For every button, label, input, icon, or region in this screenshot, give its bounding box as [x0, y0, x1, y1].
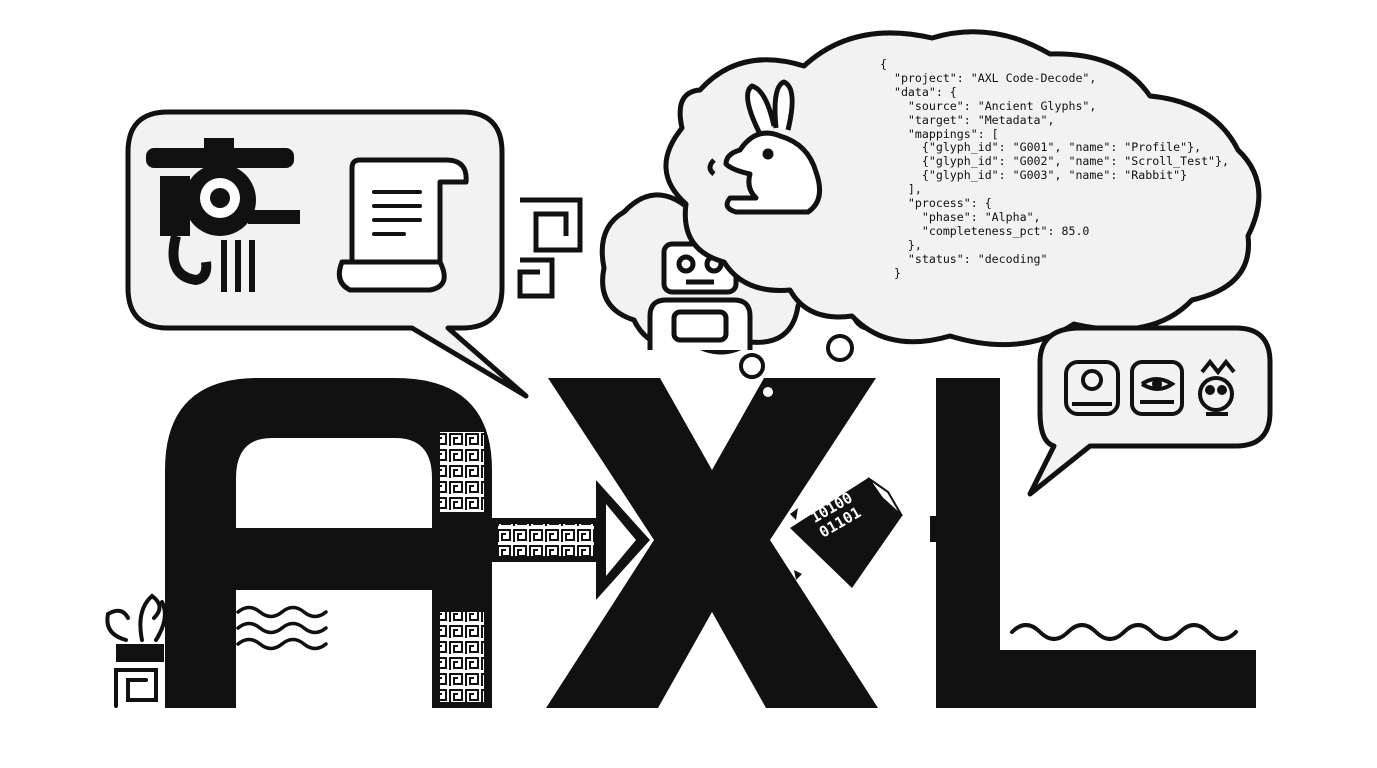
json-line: "target": "Metadata",	[880, 112, 1055, 127]
json-line: "source": "Ancient Glyphs",	[880, 98, 1097, 113]
mayan-glyph-icon	[1064, 358, 1236, 416]
speech-bubble-glyphs	[125, 109, 529, 399]
json-line: "status": "decoding"	[880, 251, 1048, 266]
speech-bubble-mayan-glyphs	[1027, 325, 1273, 497]
json-line: "mappings": [	[880, 126, 999, 141]
scroll-icon	[336, 157, 469, 293]
json-line: "project": "AXL Code-Decode",	[880, 70, 1097, 85]
greek-key-icon	[517, 197, 583, 299]
logo-letter-a	[165, 378, 492, 708]
binary-file-icon	[790, 477, 903, 588]
json-line: {"glyph_id": "G002", "name": "Scroll_Tes…	[880, 154, 1230, 169]
json-line: "phase": "Alpha",	[880, 209, 1041, 224]
json-line: "completeness_pct": 85.0	[880, 223, 1090, 238]
wave-icon	[236, 605, 328, 651]
rabbit-icon	[707, 79, 823, 215]
json-metadata-text: { "project": "AXL Code-Decode", "data": …	[880, 57, 1230, 281]
plant-ornament-icon	[105, 593, 167, 708]
arrow-icon	[492, 480, 650, 600]
json-line: }	[880, 265, 901, 280]
logo-letter-x	[546, 378, 878, 708]
json-line: ],	[880, 182, 922, 197]
json-line: {"glyph_id": "G001", "name": "Profile"},	[880, 140, 1202, 155]
json-line: "data": {	[880, 84, 957, 99]
json-line: },	[880, 237, 922, 252]
json-line: {	[880, 57, 887, 71]
json-line: "process": {	[880, 196, 992, 211]
glyph-profile-icon	[146, 138, 300, 292]
thought-cloud-json	[663, 29, 1262, 348]
wave-icon	[1010, 623, 1238, 641]
logo-letter-l	[930, 378, 1256, 708]
json-line: {"glyph_id": "G003", "name": "Rabbit"}	[880, 168, 1188, 183]
